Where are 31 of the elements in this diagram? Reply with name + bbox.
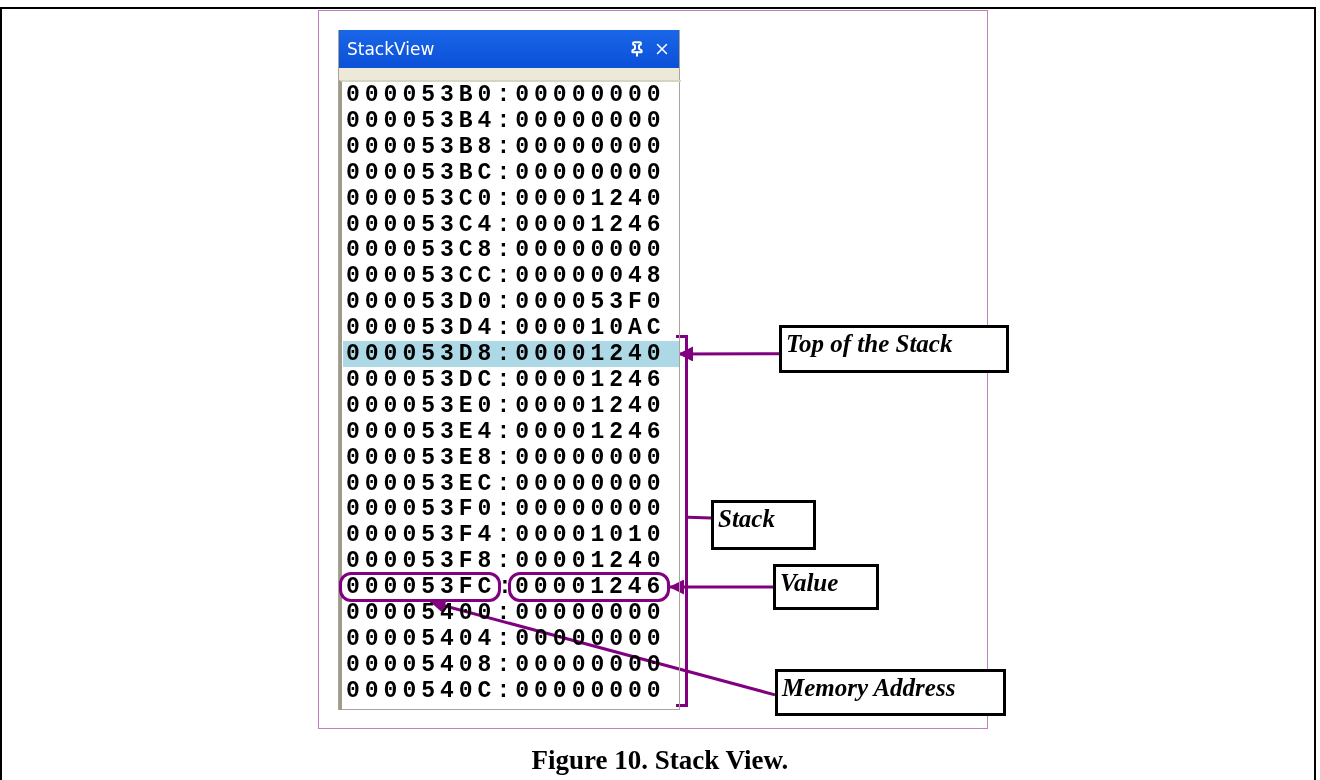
window-title: StackView [347, 39, 435, 59]
memory-row: 000053F8:00001240 [346, 548, 666, 575]
memory-row: 0000540C:00000000 [346, 677, 666, 704]
callout-box: Memory Address [775, 669, 1006, 716]
callout-box: Stack [711, 500, 816, 550]
callout-box: Top of the Stack [779, 325, 1009, 373]
memory-row: 000053F4:00001010 [346, 522, 666, 549]
figure-caption: Figure 10. Stack View. [530, 745, 790, 776]
memory-row: 000053C4:00001246 [346, 211, 666, 238]
memory-row: 000053E0:00001240 [346, 392, 666, 419]
memory-row: 000053B4:00000000 [346, 107, 666, 134]
highlighted-row: 000053D8:00001240 [343, 341, 679, 367]
arrow [669, 579, 773, 595]
leader-line [687, 515, 712, 520]
callout-box: Value [773, 564, 879, 610]
memory-row: 000053BC:00000000 [346, 159, 666, 186]
memory-row: 000053F0:00000000 [346, 496, 666, 523]
memory-row: 000053C0:00001240 [346, 185, 666, 212]
memory-row: 000053EC:00000000 [346, 470, 666, 497]
memory-row: 000053DC:00001246 [346, 366, 666, 393]
arrow [678, 346, 779, 362]
memory-row: 000053CC:00000048 [346, 263, 666, 290]
memory-row: 000053D4:000010AC [346, 315, 666, 342]
memory-row: 000053B8:00000000 [346, 133, 666, 160]
memory-row: 000053B0:00000000 [346, 82, 666, 108]
memory-row: 000053E4:00001246 [346, 418, 666, 445]
memory-row: 000053D0:000053F0 [346, 289, 666, 316]
memory-row: 00005408:00000000 [346, 651, 666, 678]
memory-row: 000053C8:00000000 [346, 237, 666, 264]
memory-row: 000053E8:00000000 [346, 444, 666, 471]
separator-colon: : [498, 574, 510, 601]
